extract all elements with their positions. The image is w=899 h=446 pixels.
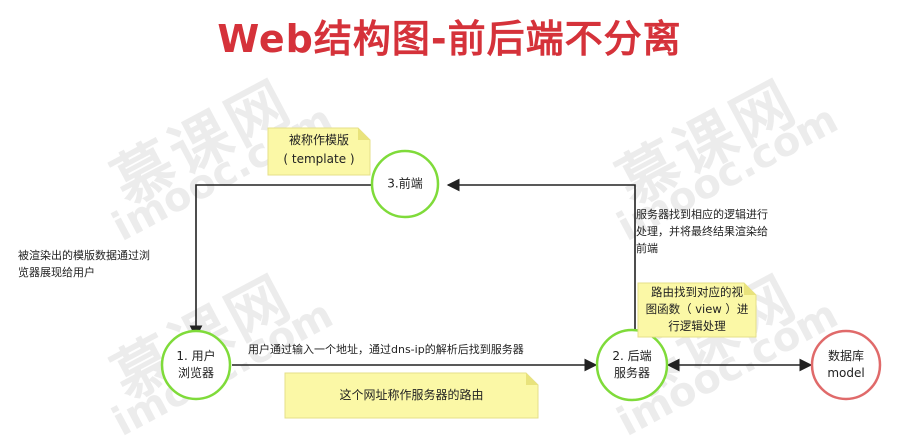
edge-label-user-request: 用户通过输入一个地址，通过dns-ip的解析后找到服务器 — [248, 343, 524, 356]
node-database-label: 数据库 model — [827, 349, 865, 380]
page-title: Web结构图-前后端不分离 — [217, 17, 682, 61]
node-backend-server — [595, 328, 669, 402]
edge-label-server-logic: 服务器找到相应的逻辑进行 处理，并将最终结果渲染给 前端 — [636, 208, 768, 255]
note-routing: 路由找到对应的视 图函数（ view ）进 行逻辑处理 — [645, 285, 749, 333]
edge-server-to-frontend — [446, 178, 636, 345]
note-url-route: 这个网址称作服务器的路由 — [339, 388, 484, 402]
note-template-bg — [267, 127, 371, 176]
node-user-browser — [160, 329, 232, 401]
node-backend-server-label: 2. 后端 服务器 — [612, 349, 652, 380]
edge-frontend-to-user — [189, 184, 372, 339]
node-database — [810, 329, 882, 401]
edge-label-render-to-user: 被渲染出的模版数据通过浏 览器展现给用户 — [18, 249, 150, 279]
note-routing-bg — [637, 282, 757, 338]
note-template: 被称作模版 ( template ) — [283, 133, 355, 166]
node-frontend — [370, 149, 440, 219]
node-frontend-label: 3.前端 — [387, 176, 423, 191]
note-url-route-bg — [284, 372, 539, 419]
node-user-browser-label: 1. 用户 浏览器 — [176, 349, 216, 380]
